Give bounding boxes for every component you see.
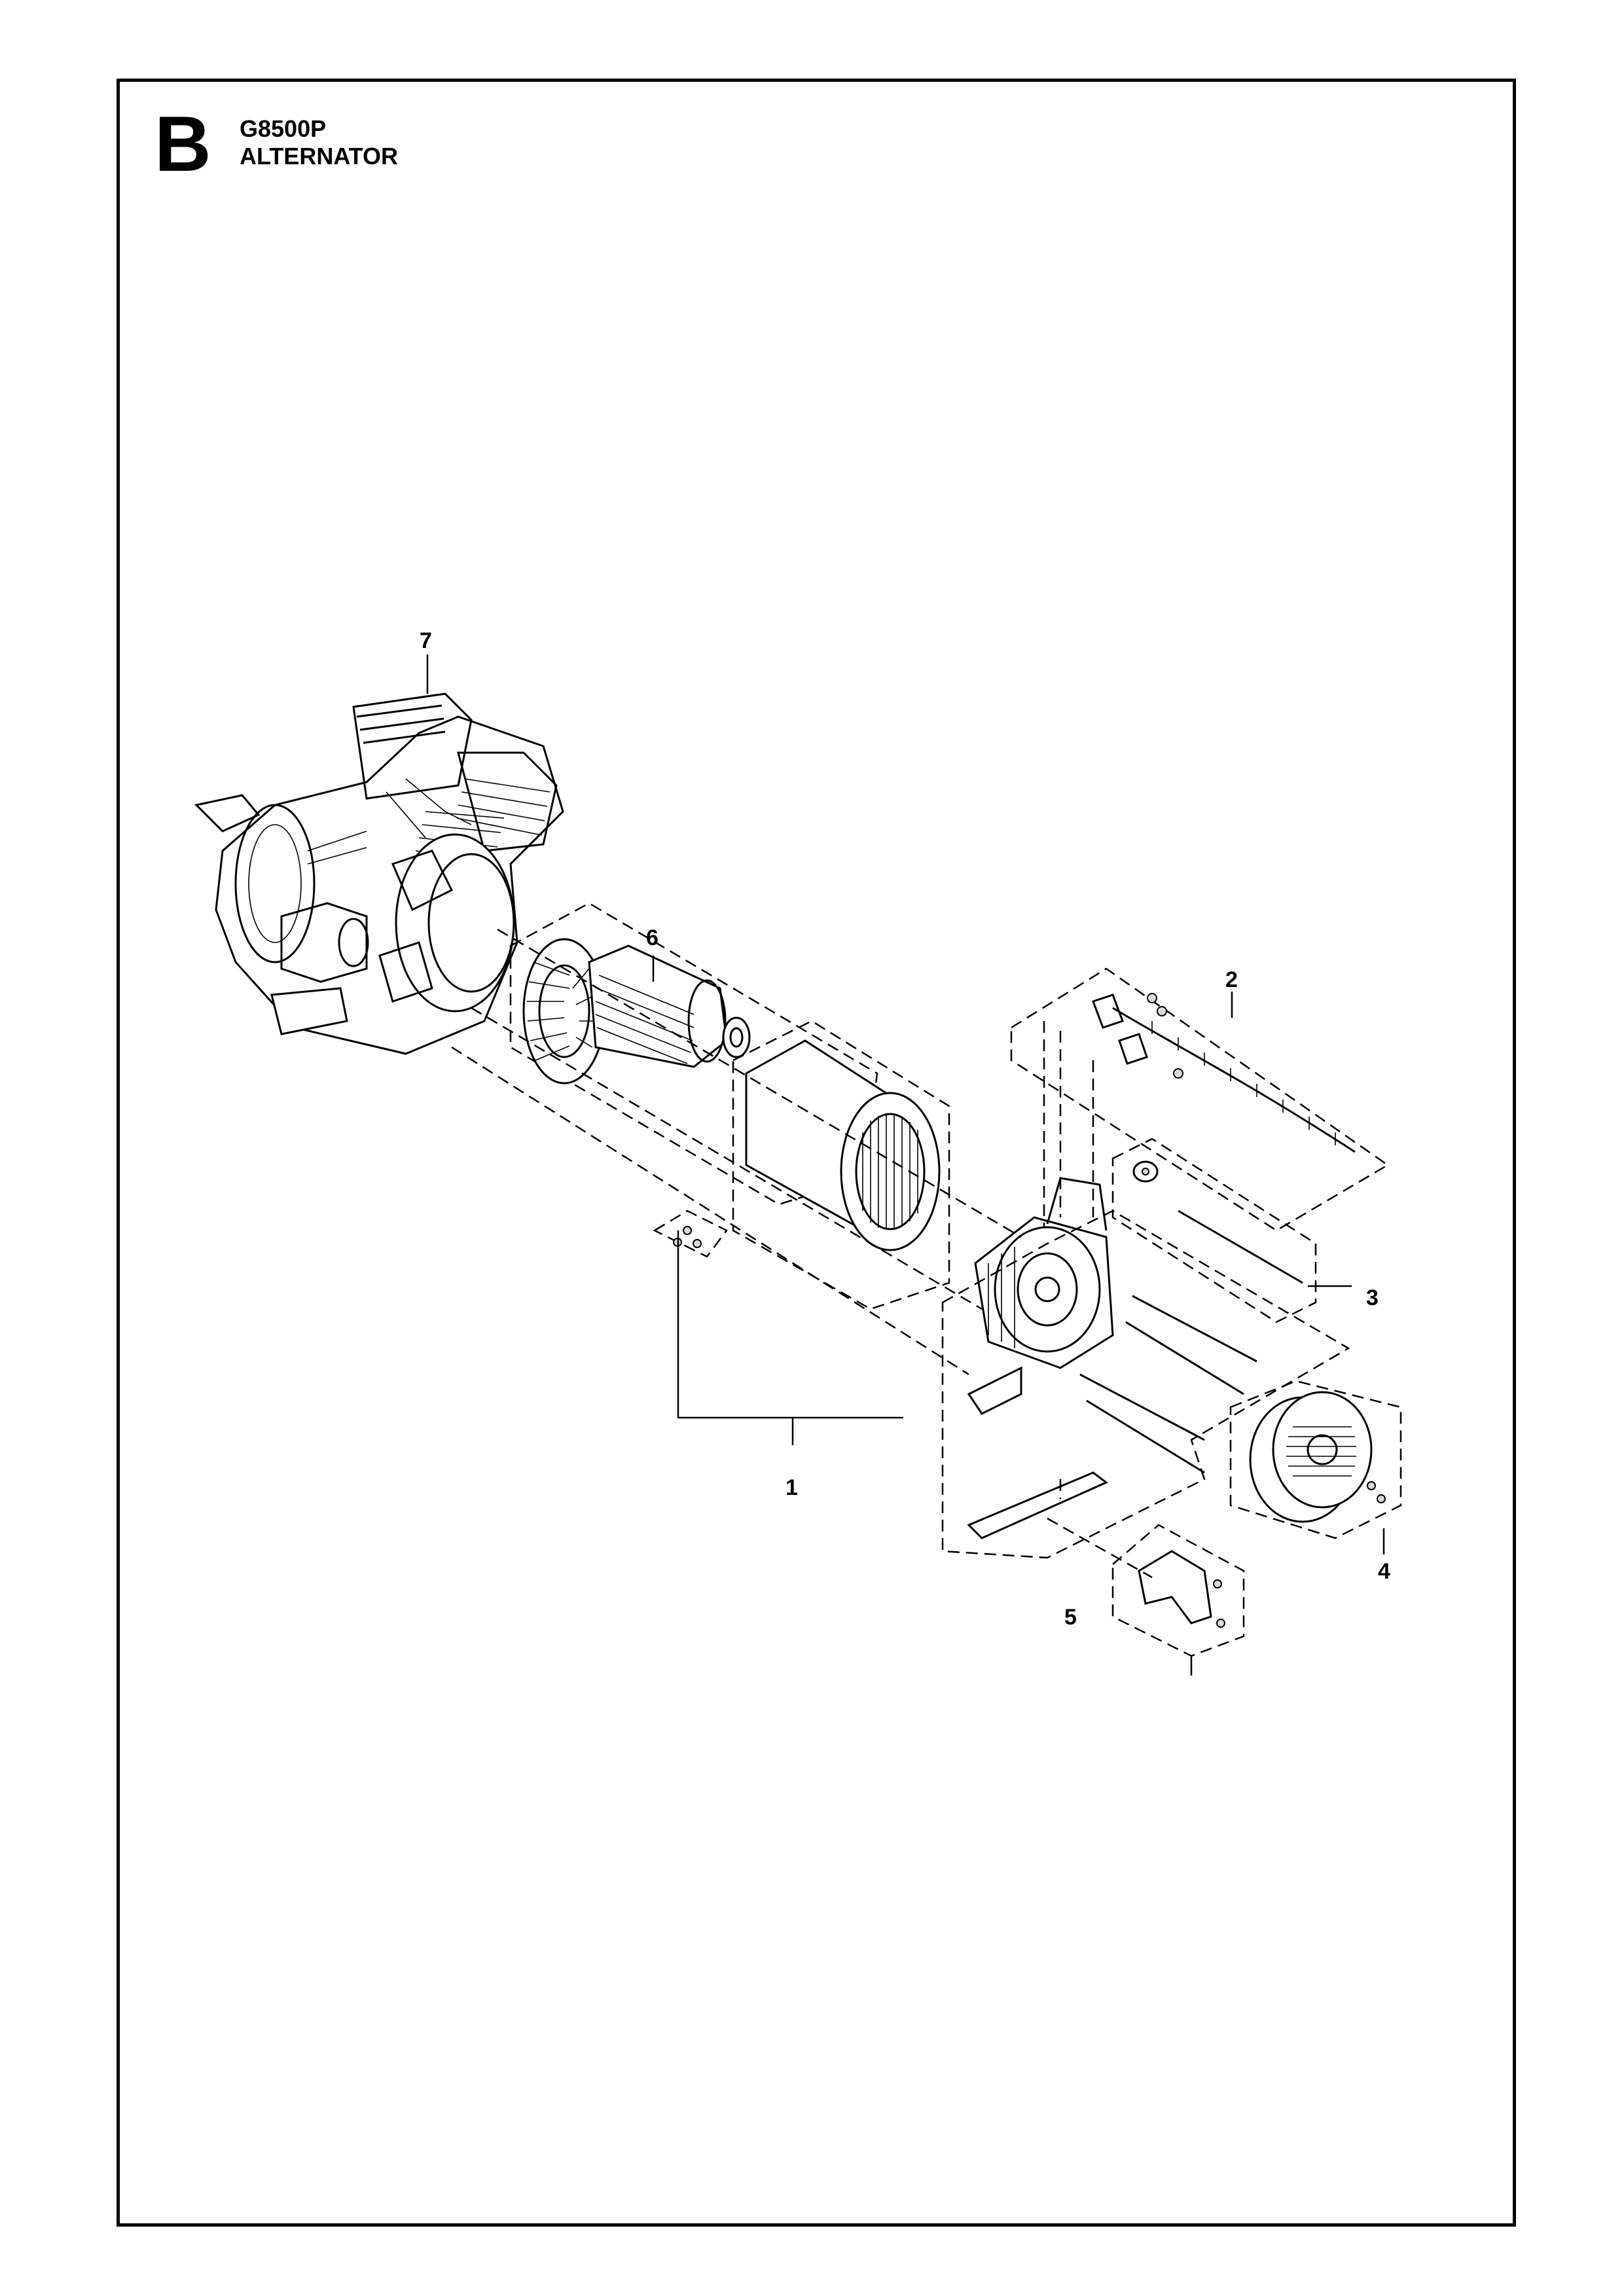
callout-2: 2: [1225, 967, 1238, 992]
long-bolt-washer: [1132, 1160, 1159, 1183]
end-cover: [1249, 1391, 1386, 1523]
callout-1: 1: [785, 1475, 798, 1500]
wiring-harness-outline: [1010, 967, 1390, 1232]
mounting-plate: [967, 1471, 1108, 1539]
callout-4: 4: [1378, 1559, 1390, 1584]
bracket-cover: [1138, 1550, 1225, 1628]
callout-6: 6: [646, 925, 659, 950]
stator: [745, 1039, 941, 1251]
small-screws-part-1: [653, 1210, 728, 1258]
rear-end-bracket: [967, 1177, 1114, 1415]
model-number: G8500P: [240, 115, 327, 142]
through-bolts: [1079, 1210, 1303, 1474]
engine-assembly: [194, 692, 564, 1055]
rotor: [588, 944, 751, 1068]
callout-5: 5: [1064, 1605, 1077, 1630]
callout-3: 3: [1366, 1285, 1379, 1310]
bracket-cover-outline: [1111, 1524, 1245, 1657]
section-letter: B: [154, 100, 211, 188]
stator-group-outline: [732, 1020, 950, 1310]
wiring-harness: [1092, 993, 1356, 1153]
leader-lines: [426, 655, 1385, 1676]
rotor-fan: [522, 938, 606, 1085]
page-frame: [117, 79, 1516, 2227]
bolt-group-outline: [1111, 1138, 1317, 1323]
assembly-guide-lines: [451, 928, 1153, 1579]
callout-7: 7: [420, 628, 432, 653]
end-cover-outline: [1229, 1380, 1402, 1539]
housing-group-outline: [941, 1210, 1350, 1559]
diagram-title: ALTERNATOR: [240, 143, 398, 170]
